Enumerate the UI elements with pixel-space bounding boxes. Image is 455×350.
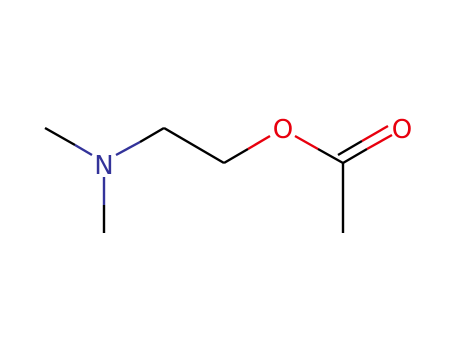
bond-methyl1-n-nitrogen — [74, 143, 93, 157]
double-bond-outer-oxygen — [361, 124, 389, 143]
bond-n-ch2-carbon — [139, 126, 165, 144]
bond-ch2-ch2 — [163, 126, 225, 165]
double-bond-outer-carbon — [337, 139, 363, 157]
double-bond-inner-carbon — [342, 147, 368, 165]
double-bond-inner-oxygen — [366, 133, 393, 151]
carbonyl-oxygen-label: O — [392, 115, 412, 145]
bond-o-carbonyl-oxygen — [294, 134, 319, 151]
bond-ch2-o-carbon — [223, 147, 249, 165]
bond-methyl1-n-carbon — [44, 126, 76, 147]
bond-n-ch2-nitrogen — [115, 140, 141, 157]
bond-o-carbonyl-carbon — [317, 147, 344, 165]
bond-ch2-o-oxygen — [247, 134, 271, 151]
ether-oxygen-label: O — [273, 115, 293, 145]
nitrogen-label: N — [94, 151, 113, 181]
